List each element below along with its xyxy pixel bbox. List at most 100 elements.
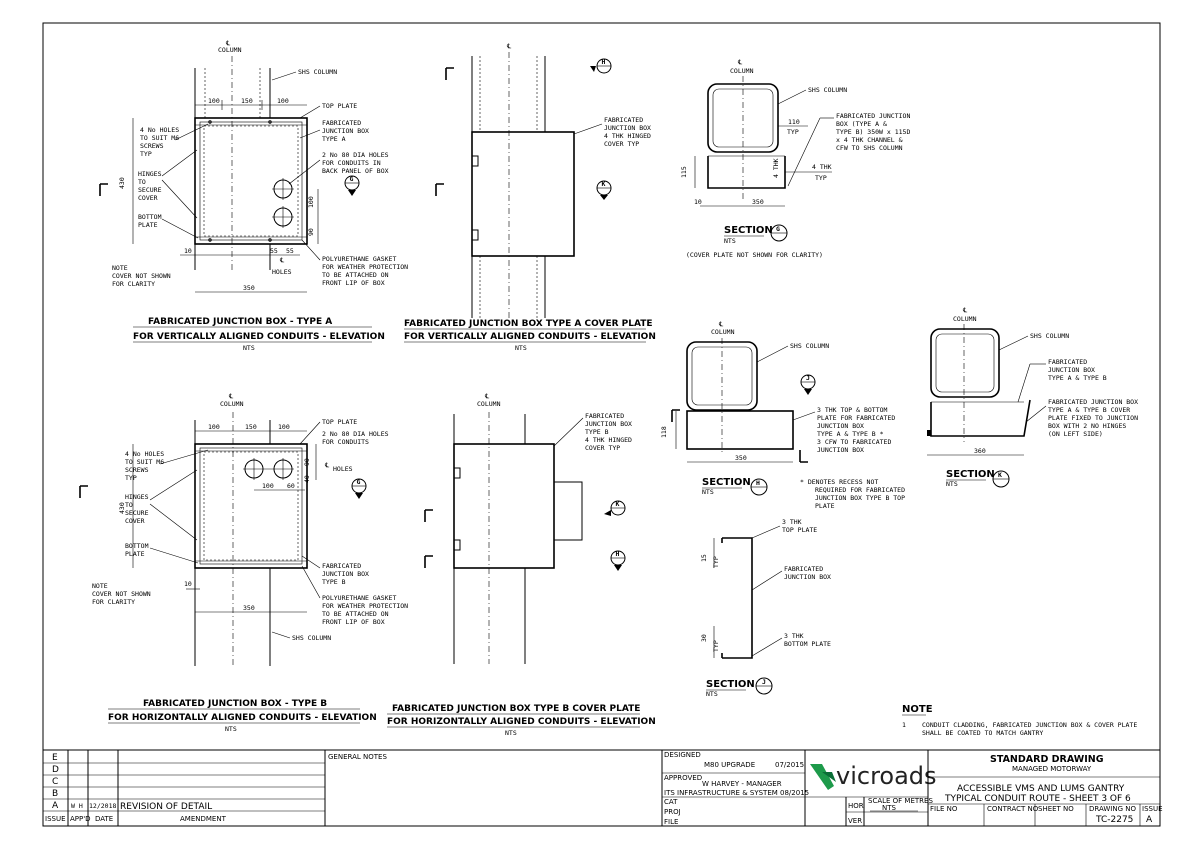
svg-text:350: 350	[243, 604, 255, 612]
svg-text:SECTION: SECTION	[706, 679, 755, 690]
svg-text:NTS: NTS	[225, 725, 237, 733]
logo-mark-icon	[810, 764, 834, 790]
svg-text:FILE NO: FILE NO	[930, 805, 958, 813]
svg-text:55: 55	[286, 247, 294, 255]
svg-text:SECTION: SECTION	[724, 225, 773, 236]
svg-text:430: 430	[118, 502, 126, 514]
svg-text:60: 60	[287, 482, 295, 490]
svg-text:FABRICATED JUNCTION BOX TYPE A: FABRICATED JUNCTION BOX TYPE A COVER PLA…	[404, 319, 653, 329]
svg-text:K: K	[616, 500, 620, 508]
svg-text:4 THK: 4 THK	[812, 163, 832, 171]
svg-text:10: 10	[694, 198, 702, 206]
svg-text:NTS: NTS	[882, 804, 897, 812]
svg-text:℄: ℄	[718, 320, 724, 328]
svg-text:HOLES: HOLES	[272, 268, 292, 276]
svg-text:SHS COLUMN: SHS COLUMN	[1030, 332, 1069, 340]
svg-text:NTS: NTS	[724, 237, 736, 245]
svg-text:℄: ℄	[737, 58, 743, 66]
svg-text:℄: ℄	[484, 392, 490, 400]
svg-text:DRAWING NO: DRAWING NO	[1089, 805, 1136, 813]
svg-text:G: G	[350, 175, 354, 183]
svg-text:COLUMN: COLUMN	[953, 315, 977, 323]
svg-text:TYP: TYP	[712, 640, 720, 652]
svg-text:SHS COLUMN: SHS COLUMN	[292, 634, 331, 642]
svg-text:G: G	[357, 478, 361, 486]
svg-text:ISSUE: ISSUE	[1142, 805, 1163, 813]
svg-text:CONDUIT CLADDING, FABRICATED J: CONDUIT CLADDING, FABRICATED JUNCTION BO…	[922, 721, 1137, 737]
svg-text:W HARVEY - MANAGER: W HARVEY - MANAGER	[702, 780, 782, 788]
svg-text:150: 150	[245, 423, 257, 431]
cover-plate	[471, 131, 575, 257]
svg-text:H: H	[616, 550, 620, 558]
svg-text:W H: W H	[71, 802, 83, 810]
svg-text:APPROVED: APPROVED	[664, 774, 702, 782]
svg-text:100: 100	[278, 423, 290, 431]
svg-text:TOP PLATE: TOP PLATE	[322, 418, 357, 426]
sheet-border	[42, 22, 1161, 827]
svg-text:MANAGED MOTORWAY: MANAGED MOTORWAY	[1012, 765, 1092, 773]
svg-text:NTS: NTS	[505, 729, 517, 737]
svg-text:A: A	[1146, 815, 1153, 825]
svg-text:ITS INFRASTRUCTURE & SYSTEM 08: ITS INFRASTRUCTURE & SYSTEM 08/2015	[664, 789, 809, 797]
svg-text:COLUMN: COLUMN	[730, 67, 754, 75]
svg-text:J: J	[762, 678, 766, 686]
svg-text:G: G	[776, 225, 780, 233]
svg-text:A: A	[52, 801, 59, 811]
svg-text:TYP: TYP	[815, 174, 827, 182]
svg-text:J: J	[806, 374, 810, 382]
svg-text:TYP: TYP	[787, 128, 799, 136]
svg-text:E: E	[52, 753, 58, 763]
vicroads-logo: vicroads	[810, 762, 937, 790]
svg-text:FOR HORIZONTALLY ALIGNED CONDU: FOR HORIZONTALLY ALIGNED CONDUITS - ELEV…	[387, 717, 656, 727]
svg-text:40: 40	[303, 475, 311, 483]
note-block: NOTE 1 CONDUIT CLADDING, FABRICATED JUNC…	[902, 704, 1137, 737]
svg-text:TOP PLATE: TOP PLATE	[322, 102, 357, 110]
svg-text:350: 350	[752, 198, 764, 206]
svg-text:D: D	[52, 765, 59, 775]
svg-text:REVISION OF DETAIL: REVISION OF DETAIL	[120, 802, 212, 812]
svg-text:1: 1	[902, 721, 906, 729]
svg-text:4 THK: 4 THK	[772, 158, 780, 178]
svg-text:℄: ℄	[228, 392, 234, 400]
title-block: E D C B A W H 12/2018 REVISION OF DETAIL…	[43, 749, 1163, 826]
svg-text:SHS COLUMN: SHS COLUMN	[298, 68, 337, 76]
svg-text:360: 360	[974, 447, 986, 455]
svg-text:90: 90	[307, 228, 315, 236]
svg-text:15: 15	[700, 554, 708, 562]
svg-text:SECTION: SECTION	[702, 477, 751, 488]
svg-text:ISSUE: ISSUE	[45, 815, 66, 823]
svg-text:COLUMN: COLUMN	[711, 328, 735, 336]
plate	[686, 410, 794, 450]
svg-text:vicroads: vicroads	[836, 762, 937, 790]
svg-text:APP'D: APP'D	[70, 815, 91, 823]
svg-text:HOR: HOR	[848, 802, 864, 810]
svg-text:TC-2275: TC-2275	[1095, 815, 1133, 825]
svg-text:C: C	[52, 777, 58, 787]
svg-text:H: H	[756, 479, 760, 487]
svg-text:NTS: NTS	[946, 480, 958, 488]
svg-text:NOTE: NOTE	[902, 704, 933, 715]
svg-text:110: 110	[788, 118, 800, 126]
junction-box-outline	[194, 117, 308, 245]
svg-text:12/2018: 12/2018	[89, 802, 116, 810]
svg-text:(COVER PLATE NOT SHOWN FOR CLA: (COVER PLATE NOT SHOWN FOR CLARITY)	[686, 251, 823, 259]
svg-text:FILE: FILE	[664, 818, 678, 826]
svg-text:NTS: NTS	[706, 690, 718, 698]
cl-mark: ℄	[225, 39, 231, 47]
